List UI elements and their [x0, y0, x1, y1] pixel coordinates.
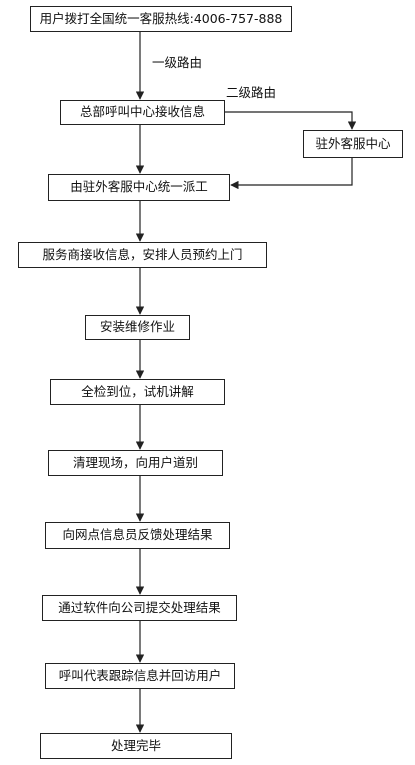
node-done: 处理完毕 — [40, 733, 232, 759]
node-hq-call-center: 总部呼叫中心接收信息 — [60, 100, 225, 125]
node-feedback: 向网点信息员反馈处理结果 — [45, 522, 230, 549]
node-clean-up: 清理现场，向用户道别 — [48, 450, 223, 476]
label-primary-route: 一级路由 — [152, 55, 203, 70]
node-check-demo: 全检到位，试机讲解 — [50, 379, 225, 405]
node-hotline: 用户拨打全国统一客服热线:4006-757-888 — [30, 6, 292, 32]
node-callback: 呼叫代表跟踪信息并回访用户 — [45, 663, 235, 689]
node-local-service-center: 驻外客服中心 — [303, 130, 403, 158]
label-secondary-route: 二级路由 — [226, 85, 277, 100]
arrow-hq-to-local — [225, 111, 357, 130]
node-submit-result: 通过软件向公司提交处理结果 — [42, 595, 237, 621]
node-dispatch: 由驻外客服中心统一派工 — [48, 174, 230, 201]
node-provider: 服务商接收信息，安排人员预约上门 — [18, 242, 267, 268]
node-install-repair: 安装维修作业 — [85, 315, 190, 340]
arrow-local-to-dispatch — [230, 158, 353, 190]
